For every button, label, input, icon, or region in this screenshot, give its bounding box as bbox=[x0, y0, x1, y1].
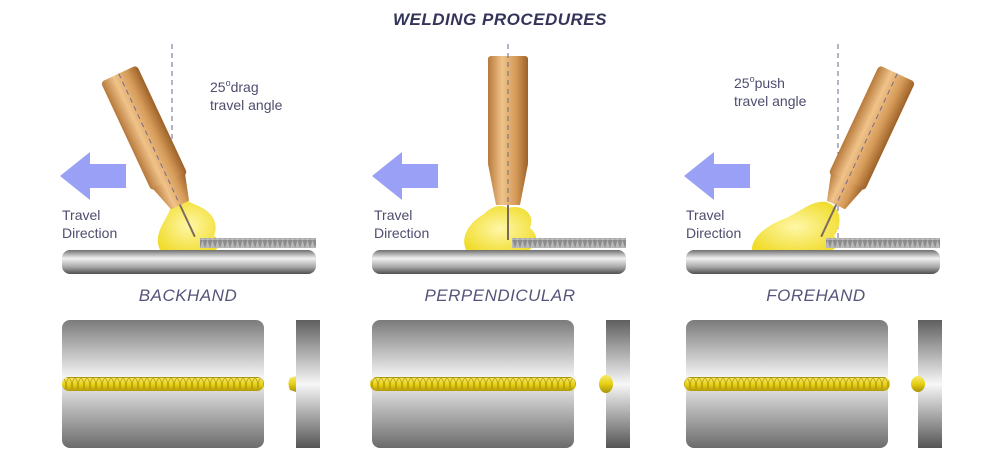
backhand-travel-label: Travel Direction bbox=[62, 207, 118, 241]
welding-torch-icon bbox=[101, 66, 196, 238]
diagram-title: WELDING PROCEDURES bbox=[393, 10, 607, 29]
forehand-travel-label: Travel Direction bbox=[686, 207, 742, 241]
travel-direction-arrow-icon bbox=[60, 152, 126, 200]
perpendicular-label: PERPENDICULAR bbox=[424, 286, 576, 305]
forehand-angle-label: 25opush travel angle bbox=[734, 74, 807, 109]
weld-bead bbox=[62, 377, 264, 391]
base-metal-rod bbox=[372, 250, 626, 274]
perpendicular-travel-label: Travel Direction bbox=[374, 207, 430, 241]
welding-torch-icon bbox=[488, 44, 528, 242]
arc-glow bbox=[751, 201, 840, 252]
forehand-label: FOREHAND bbox=[766, 286, 866, 305]
travel-direction-arrow-icon bbox=[372, 152, 438, 200]
weld-bead bbox=[684, 377, 890, 391]
weld-ripple bbox=[826, 238, 940, 248]
base-metal-rod bbox=[686, 250, 940, 274]
travel-direction-arrow-icon bbox=[684, 152, 750, 200]
weld-bead bbox=[370, 377, 576, 391]
perpendicular-panel bbox=[370, 44, 630, 448]
backhand-label: BACKHAND bbox=[138, 286, 238, 305]
backhand-panel bbox=[60, 44, 320, 448]
side-profile bbox=[296, 320, 320, 448]
weld-ripple bbox=[200, 238, 316, 248]
welding-torch-icon bbox=[820, 66, 915, 238]
bead-profile bbox=[599, 375, 613, 393]
weld-ripple bbox=[512, 238, 626, 248]
forehand-panel bbox=[684, 44, 942, 448]
base-metal-rod bbox=[62, 250, 316, 274]
backhand-angle-label: 25odrag travel angle bbox=[210, 78, 283, 113]
bead-profile bbox=[911, 376, 925, 392]
bead-profile bbox=[288, 376, 296, 392]
